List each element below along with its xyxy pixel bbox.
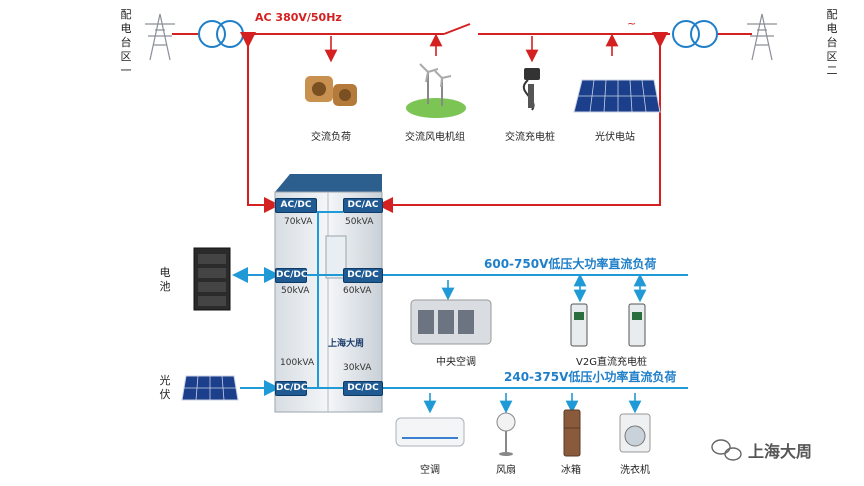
module-dcdc-pv-capacity: 100kVA [280, 358, 315, 368]
battery-rack-icon [193, 247, 231, 311]
battery-label: 电池 [159, 266, 171, 293]
ac-load-label-charger: 交流充电桩 [505, 132, 555, 143]
ac-load-label-motor: 交流负荷 [311, 132, 351, 143]
fridge-icon [563, 409, 581, 457]
module-dcdc-low-capacity: 30kVA [343, 363, 372, 373]
cabinet-logo: 上海大周 [328, 339, 365, 349]
right-tower-icon [747, 13, 777, 61]
dc-low-load-label-ac: 空调 [420, 465, 440, 476]
module-dcac: DC/AC [343, 198, 383, 213]
module-dcdc-pv: DC/DC [275, 381, 307, 396]
ac-load-arrows [324, 33, 619, 63]
left-grid-label: 配电台区一 [120, 8, 132, 77]
module-dcdc-low: DC/DC [343, 381, 383, 396]
ac-bus-label: AC 380V/50Hz [255, 11, 342, 24]
dc-low-load-label-fridge: 冰箱 [561, 465, 581, 476]
right-grid-label: 配电台区二 [826, 8, 838, 77]
module-dcdc-high-capacity: 60kVA [343, 286, 372, 296]
pv-panel-icon [181, 375, 239, 401]
module-dcdc-battery: DC/DC [275, 268, 307, 283]
module-dcdc-high: DC/DC [343, 268, 383, 283]
dc-high-bus-label: 600-750V低压大功率直流负荷 [484, 256, 656, 271]
module-acdc-capacity: 70kVA [284, 217, 313, 227]
central-ac-icon [410, 299, 492, 345]
washer-icon [619, 413, 651, 453]
air-conditioner-icon [395, 417, 465, 447]
dc-low-load-label-washer: 洗衣机 [620, 465, 650, 476]
dc-low-load-label-fan: 风扇 [496, 465, 516, 476]
pv-label: 光伏 [159, 374, 171, 401]
wind-turbine-icon [406, 63, 466, 118]
ac-feed-lines [240, 32, 668, 213]
module-dcac-capacity: 50kVA [345, 217, 374, 227]
left-tower-icon [145, 13, 175, 61]
ac-charger-icon [522, 68, 540, 111]
fan-icon [496, 412, 516, 456]
dc-low-bus-label: 240-375V低压小功率直流负荷 [504, 369, 676, 384]
dc-high-load-label-central-ac: 中央空调 [436, 357, 476, 368]
left-transformer-icon [198, 20, 244, 48]
ac-load-label-wind: 交流风电机组 [405, 132, 465, 143]
dc-high-load-label-v2g: V2G直流充电桩 [576, 357, 647, 368]
wechat-icon [711, 439, 742, 461]
brand-text: 上海大周 [748, 442, 813, 461]
v2g-charger-icon [570, 303, 646, 347]
converter-cabinet [274, 174, 383, 413]
solar-panel-icon [573, 79, 661, 113]
module-dcdc-battery-capacity: 50kVA [281, 286, 310, 296]
module-acdc: AC/DC [275, 198, 317, 213]
ac-bus [172, 23, 752, 35]
dc-load-arrows [423, 273, 647, 414]
ac-symbol: ~ [627, 17, 636, 30]
motor-icon [305, 76, 357, 106]
ac-load-label-pv: 光伏电站 [595, 132, 635, 143]
right-transformer-icon [672, 20, 718, 48]
